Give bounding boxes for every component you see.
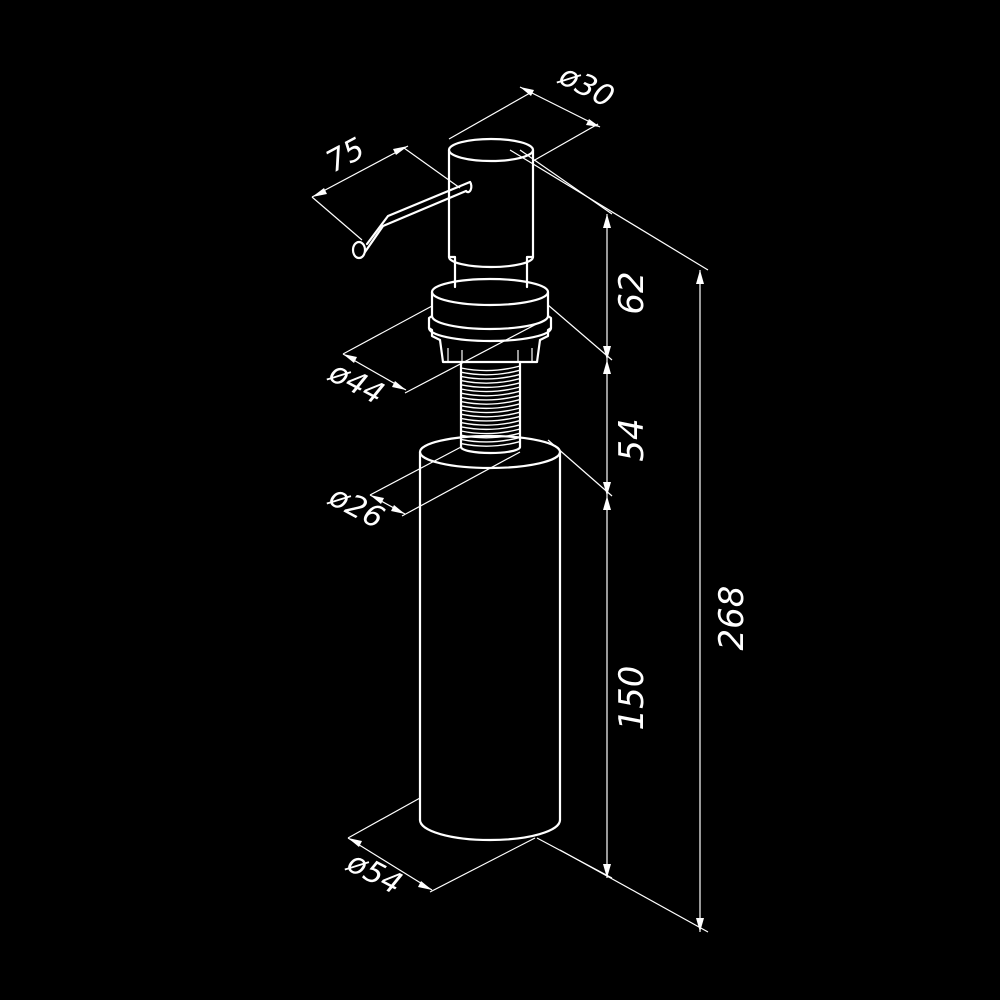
label-spout-length: 75 <box>320 131 370 180</box>
label-bottle-diameter: ø54 <box>340 844 407 902</box>
thread-ring <box>460 424 521 431</box>
thread-ring <box>460 390 521 397</box>
thread-ring <box>460 365 521 372</box>
thread-ring <box>460 415 521 422</box>
label-bottle-height: 150 <box>612 666 652 731</box>
thread-ring <box>460 398 521 405</box>
thread-ring <box>460 382 521 389</box>
thread-ring <box>460 369 521 376</box>
threaded-shank <box>459 360 522 455</box>
dim-flange-diameter <box>342 305 549 394</box>
dimension-labels: ø30 75 ø44 ø26 ø54 62 54 150 268 <box>320 57 752 902</box>
label-thread-diameter: ø26 <box>322 478 389 536</box>
thread-ring <box>460 386 521 393</box>
label-thread-height: 54 <box>612 418 652 461</box>
thread-ring <box>460 373 521 380</box>
thread-ring <box>460 377 521 384</box>
spout <box>351 180 473 260</box>
dim-total-height <box>509 149 709 933</box>
thread-ring <box>460 428 521 435</box>
dim-thread-diameter <box>369 446 521 517</box>
dim-pump-diameter <box>448 86 601 162</box>
thread-ring <box>460 411 521 418</box>
pump-head <box>447 137 535 289</box>
label-total-height: 268 <box>712 586 752 651</box>
label-pump-diameter: ø30 <box>552 57 619 115</box>
bottle <box>418 434 562 842</box>
label-pump-height: 62 <box>612 271 652 314</box>
thread-ring <box>460 407 521 414</box>
thread-ring <box>460 440 521 447</box>
thread-ring <box>460 419 521 426</box>
dim-spout-length <box>311 145 461 241</box>
thread-ring <box>460 394 521 401</box>
thread-ring <box>460 403 521 410</box>
label-flange-diameter: ø44 <box>322 354 389 412</box>
dim-bottle-diameter <box>347 797 536 893</box>
thread-rings <box>460 365 521 447</box>
flange <box>427 277 553 364</box>
dispenser-outline <box>351 137 562 842</box>
dim-vertical-chain <box>519 149 613 879</box>
dimension-lines <box>311 86 709 933</box>
thread-ring <box>460 436 521 443</box>
